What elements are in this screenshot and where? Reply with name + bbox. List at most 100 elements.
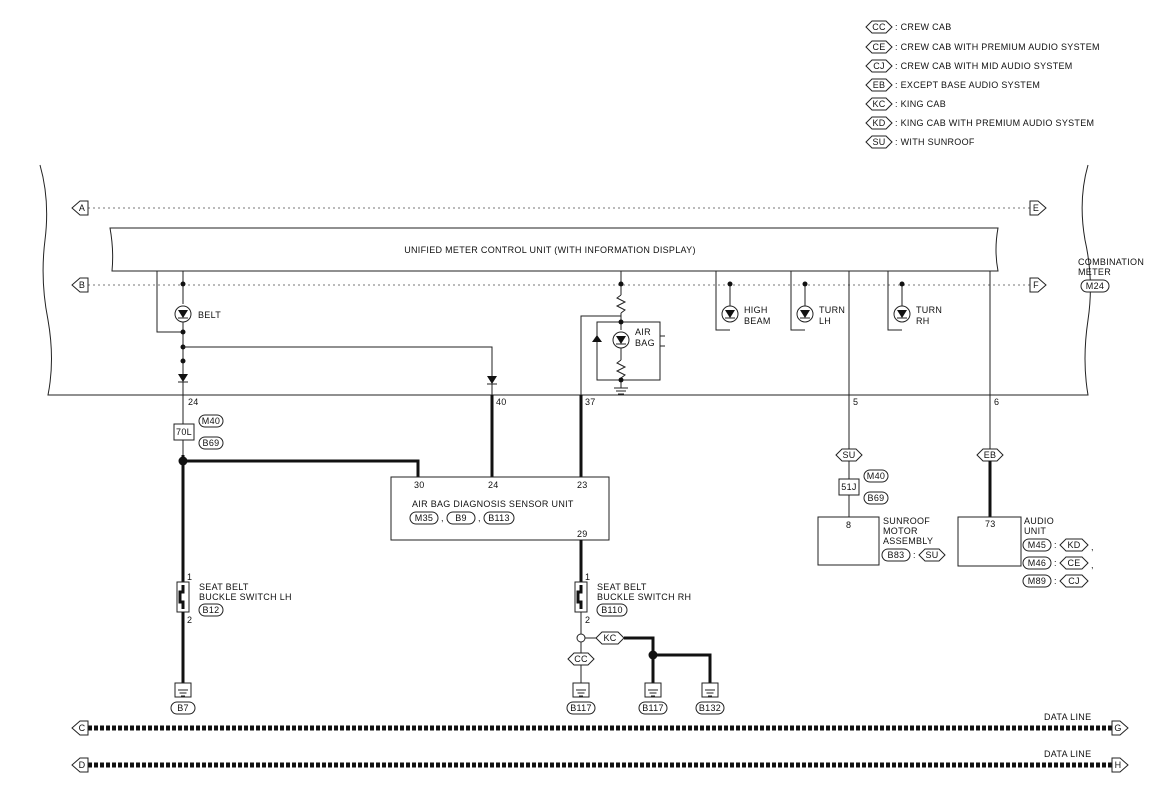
airbag-conn2: B9 [455,513,467,523]
high-beam-lamp-icon [721,305,739,323]
legend-code: SU [872,137,885,147]
audio-option: KD [1067,540,1080,550]
switch-rh-line1: SEAT BELT [597,582,647,592]
legend-code: KC [872,99,885,109]
sunroof-conn: B83 [888,550,905,560]
diode-icon [178,374,188,382]
connector-badge [1022,556,1052,570]
led-symbol-icon [897,310,907,318]
option-cc: CC [574,654,588,664]
separator: : [1054,558,1057,568]
turn-rh-label-line2: RH [916,316,930,326]
connector-badge [483,511,515,525]
connector-badge [695,701,725,715]
led-symbol-icon [616,336,626,344]
connector-badge [863,469,889,483]
ground-b132: B132 [699,703,721,713]
connector-badge [566,701,596,715]
ground-symbol [178,689,188,697]
meter-control-unit [109,227,999,272]
airbag-label-line2: BAG [635,338,655,348]
audio-option: CJ [1068,576,1080,586]
junction-left-conn2: B69 [203,438,220,448]
high-beam-wire [715,271,730,331]
reference-flag-f [1029,277,1047,293]
switch-contact [576,585,583,609]
ground-b117b: B117 [642,703,664,713]
junction-dot [180,329,186,335]
legend-code: EB [873,80,886,90]
option-hexagon-icon [1059,574,1089,588]
turn-rh-label-line1: TURN [916,305,942,315]
audio-circuit: EB 73 AUDIO UNIT M45 : KD , M46 : CE , M… [957,395,1094,588]
option-hexagon-icon [567,652,595,666]
switch-lh-pin2: 2 [187,615,192,625]
ground-b7: B7 [177,703,189,713]
audio-line1: AUDIO [1024,516,1054,526]
option-eb: EB [984,450,997,460]
meter-pin-6: 6 [994,397,999,407]
junction-left-pin: 70L [176,427,192,437]
switch-rh-pin2: 2 [585,615,590,625]
data-line-cg: C G DATA LINE [71,712,1129,736]
legend-item: CJ : CREW CAB WITH MID AUDIO SYSTEM [865,59,1072,73]
zener-diode-icon [592,335,602,342]
airbag-conn3: B113 [488,513,510,523]
option-hexagon-icon [1059,538,1089,552]
legend-item: CE : CREW CAB WITH PREMIUM AUDIO SYSTEM [865,40,1100,54]
option-branch-icon [576,633,586,643]
option-hexagon-icon [865,135,893,149]
switch-lh-conn: B12 [203,605,220,615]
sunroof-line3: ASSEMBLY [883,536,933,546]
reference-e: E [1033,203,1039,213]
junction-dot [727,281,733,287]
meter-pin-24: 24 [188,397,199,407]
connector-badge [409,511,439,525]
option-hexagon-icon [1059,556,1089,570]
turn-rh-wire [887,271,902,331]
airbag-pin-23: 23 [577,480,588,490]
audio-conn: M46 [1028,558,1046,568]
connector-badge [446,511,476,525]
ground-symbol [705,689,715,697]
turn-lh-label-line2: LH [819,316,831,326]
legend-item: SU : WITH SUNROOF [865,135,975,149]
left-circuit: 70L M40 B69 1 2 SEAT BELT BUCKLE SWITCH … [170,395,420,715]
meter-pin-40: 40 [496,397,507,407]
audio-pin: 73 [985,519,996,529]
ground-symbol [576,689,586,697]
thick-wire [183,459,420,477]
legend-text: : KING CAB [895,99,946,109]
junction-dot [180,281,186,287]
led-symbol-icon [800,310,810,318]
separator: , [478,513,481,523]
connector-badge [881,548,911,562]
sunroof-option: SU [925,550,938,560]
resistor-icon [615,359,627,388]
junction-dot [802,281,808,287]
reference-b: B [79,280,85,290]
sunroof-motor-assembly [817,516,880,566]
turn-lh-lamp-icon [796,305,814,323]
legend-text: : WITH SUNROOF [895,137,975,147]
option-hexagon-icon [865,40,893,54]
meter-control-unit-label: UNIFIED METER CONTROL UNIT (WITH INFORMA… [404,245,696,255]
belt-lamp-label: BELT [198,310,221,320]
separator: , [1091,560,1094,570]
data-line-right: H [1115,760,1122,770]
high-beam-label-line1: HIGH [744,305,768,315]
meter-pin-37: 37 [585,397,596,407]
sunroof-circuit: SU 51J M40 B69 8 SUNROOF MOTOR ASSEMBLY … [817,395,946,566]
junction-dot [899,281,905,287]
airbag-pin-24: 24 [488,480,499,490]
connector-badge [170,701,196,715]
legend-code: KD [872,118,885,128]
connector-badge [1080,279,1110,293]
reference-f: F [1033,280,1039,290]
connector-badge [863,491,889,505]
audio-line2: UNIT [1024,526,1046,536]
data-line-label: DATA LINE [1044,749,1091,759]
connector-badge [198,436,224,450]
led-symbol-icon [725,310,735,318]
